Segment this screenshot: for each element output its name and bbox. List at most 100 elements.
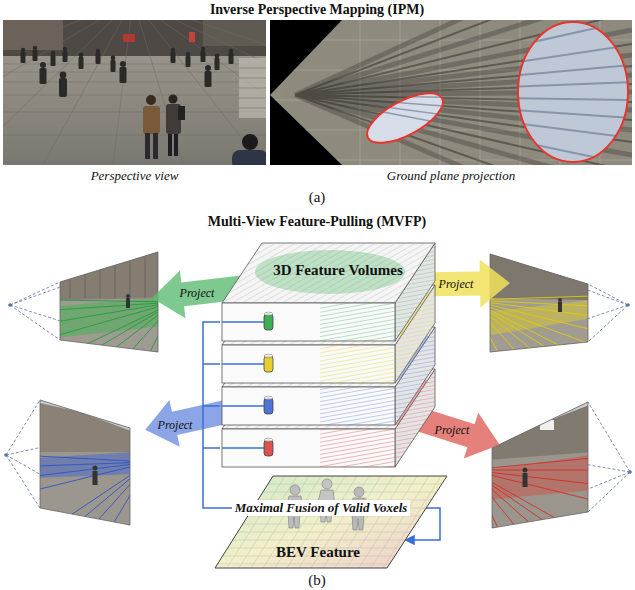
camera-view (523, 468, 528, 473)
volume-slab (222, 405, 264, 407)
bev-plane (213, 484, 449, 564)
volume-slab (264, 440, 273, 456)
ground-projection-photo (270, 20, 632, 165)
camera-view (492, 402, 588, 528)
perspective-photo (120, 67, 127, 83)
perspective-photo (169, 95, 178, 104)
volume-slab (264, 314, 273, 330)
edge-label: Maximal Fusion of Valid Voxels (232, 500, 411, 516)
camera-view (93, 466, 98, 471)
heading-text: Multi-View Feature-Pulling (MVFP) (208, 214, 427, 230)
volume-slab (222, 321, 264, 323)
perspective-photo (21, 48, 25, 52)
volume-slab (320, 429, 395, 467)
perspective-photo (215, 58, 220, 70)
caption-text: Perspective view (91, 168, 179, 184)
bev-plane (215, 476, 447, 568)
perspective-photo (201, 47, 205, 51)
volume-slab (222, 243, 435, 303)
camera-view (470, 398, 592, 532)
volume-title: 3D Feature Volumes (273, 262, 403, 279)
panel-letter: (b) (308, 572, 326, 589)
volume-slab (222, 243, 435, 341)
camera-view (55, 248, 175, 356)
camera-view (470, 250, 593, 356)
volume-slab (320, 387, 395, 425)
camera-view (55, 300, 175, 352)
arrow-label: Project (158, 418, 193, 433)
camera-view (470, 250, 593, 356)
perspective-photo (120, 61, 126, 67)
perspective-photo (79, 53, 84, 58)
perspective-photo (215, 54, 220, 59)
perspective-photo (232, 150, 266, 165)
ground-projection-photo (295, 20, 632, 165)
volume-slab (222, 387, 395, 425)
ground-projection-photo (295, 20, 632, 165)
perspective-photo (171, 52, 176, 63)
panel-letter: (a) (309, 189, 326, 206)
perspective-photo (40, 62, 46, 68)
camera-view (60, 252, 158, 352)
arrow-label: Project (435, 423, 470, 438)
perspective-photo (174, 134, 178, 156)
bev-plane (215, 476, 447, 568)
camera-view (36, 402, 134, 452)
perspective-photo (111, 60, 116, 72)
volume-stack: 3D Feature Volumes (220, 240, 438, 470)
perspective-photo (21, 52, 26, 63)
perspective-photo (111, 56, 116, 61)
camera-view (36, 396, 134, 529)
volume-slab (222, 345, 395, 383)
bev-title: BEV Feature (276, 544, 360, 561)
camera-center (628, 470, 632, 474)
volume-slab (264, 356, 273, 372)
ground-projection-photo (518, 22, 628, 162)
perspective-photo (3, 20, 266, 165)
volume-slab (320, 345, 395, 383)
perspective-photo (205, 71, 212, 87)
ground-projection-photo (360, 83, 450, 152)
volume-slab (222, 303, 395, 341)
ground-projection-photo (270, 20, 632, 165)
camera-view (490, 254, 588, 352)
perspective-photo (79, 57, 84, 69)
perspective-photo (229, 53, 234, 64)
bev-feature-plane: BEV Feature (213, 474, 449, 570)
perspective-photo (21, 46, 234, 97)
volume-slab (320, 303, 395, 341)
camera-center (626, 303, 630, 307)
perspective-photo (145, 133, 150, 159)
perspective-photo (239, 58, 266, 118)
perspective-photo (33, 46, 37, 50)
camera-view (36, 396, 150, 529)
perspective-photo (3, 20, 63, 50)
camera-view (55, 248, 175, 356)
camera-view (36, 396, 150, 529)
perspective-photo (3, 20, 266, 165)
ground-projection-photo (295, 20, 632, 165)
camera-view (488, 404, 592, 460)
perspective-photo (63, 47, 67, 51)
camera-center (8, 303, 12, 307)
ground-projection-photo (360, 83, 450, 152)
perspective-photo (178, 106, 185, 120)
camera-view (126, 294, 130, 298)
camera-view (485, 252, 593, 300)
volume-slab (264, 396, 273, 400)
camera-view (70, 257, 145, 298)
perspective-photo (96, 49, 100, 53)
perspective-photo (51, 55, 56, 66)
arrow-label: Project (439, 277, 474, 292)
fusion-leader (203, 364, 220, 448)
perspective-photo (186, 56, 191, 67)
bev-plane (213, 476, 449, 568)
perspective-photo (186, 52, 190, 56)
ground-projection-photo (295, 20, 632, 165)
perspective-photo (153, 133, 158, 159)
perspective-photo (59, 78, 67, 97)
perspective-photo (239, 68, 266, 108)
volume-slab (222, 447, 264, 449)
volume-slab (264, 398, 273, 414)
perspective-photo (229, 49, 233, 53)
